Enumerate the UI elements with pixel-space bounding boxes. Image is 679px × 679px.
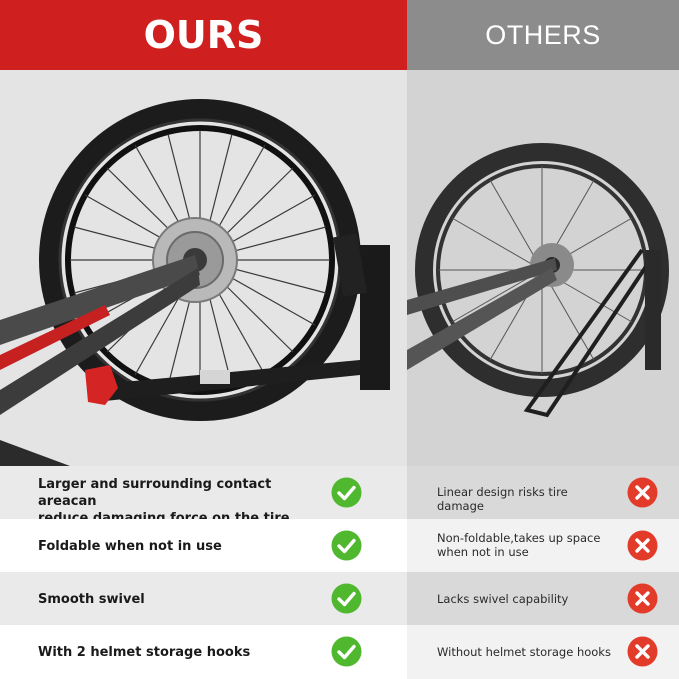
cross-icon [627, 636, 658, 667]
ours-feature-text: Smooth swivel [38, 591, 328, 608]
others-feature-line: Lacks swivel capability [437, 592, 569, 606]
others-feature-line: when not in use [437, 545, 529, 559]
others-feature-text: Linear design risks tire damage [437, 485, 612, 513]
others-feature-line: Linear design risks tire damage [437, 485, 568, 513]
ours-product-photo [0, 70, 407, 466]
others-feature-text: Lacks swivel capability [437, 592, 612, 606]
others-header-label: OTHERS [485, 19, 601, 50]
others-feature-line: Without helmet storage hooks [437, 645, 611, 659]
ours-feature-cell: Smooth swivel [0, 572, 407, 625]
check-icon [331, 477, 362, 508]
ours-feature-line: Larger and surrounding contact areacan [38, 477, 272, 509]
others-feature-cell: Lacks swivel capability [407, 572, 679, 625]
comparison-row: Foldable when not in use Non-foldable,ta… [0, 519, 679, 572]
others-feature-cell: Without helmet storage hooks [407, 625, 679, 679]
comparison-row: With 2 helmet storage hooks Without helm… [0, 625, 679, 679]
others-feature-text: Without helmet storage hooks [437, 645, 612, 659]
ours-feature-text: Foldable when not in use [38, 538, 328, 555]
others-bike-rack-illustration [407, 70, 679, 466]
ours-feature-line: Smooth swivel [38, 592, 145, 607]
others-feature-line: Non-foldable,takes up space [437, 531, 601, 545]
ours-feature-cell: With 2 helmet storage hooks [0, 625, 407, 679]
ours-feature-line: Foldable when not in use [38, 539, 222, 554]
ours-header: OURS [0, 0, 407, 70]
cross-icon [627, 530, 658, 561]
others-feature-cell: Non-foldable,takes up space when not in … [407, 519, 679, 572]
comparison-row: Larger and surrounding contact areacan r… [0, 466, 679, 526]
cross-icon [627, 477, 658, 508]
others-feature-cell: Linear design risks tire damage [407, 466, 679, 519]
ours-feature-cell: Foldable when not in use [0, 519, 407, 572]
ours-header-label: OURS [143, 13, 264, 57]
others-feature-text: Non-foldable,takes up space when not in … [437, 531, 612, 559]
ours-bike-rack-illustration [0, 70, 407, 466]
cross-icon [627, 583, 658, 614]
comparison-row: Smooth swivel Lacks swivel capability [0, 572, 679, 625]
others-header: OTHERS [407, 0, 679, 70]
ours-feature-cell: Larger and surrounding contact areacan r… [0, 466, 407, 526]
others-product-photo [407, 70, 679, 466]
check-icon [331, 636, 362, 667]
ours-feature-line: With 2 helmet storage hooks [38, 645, 251, 660]
ours-feature-text: With 2 helmet storage hooks [38, 644, 328, 661]
check-icon [331, 530, 362, 561]
check-icon [331, 583, 362, 614]
